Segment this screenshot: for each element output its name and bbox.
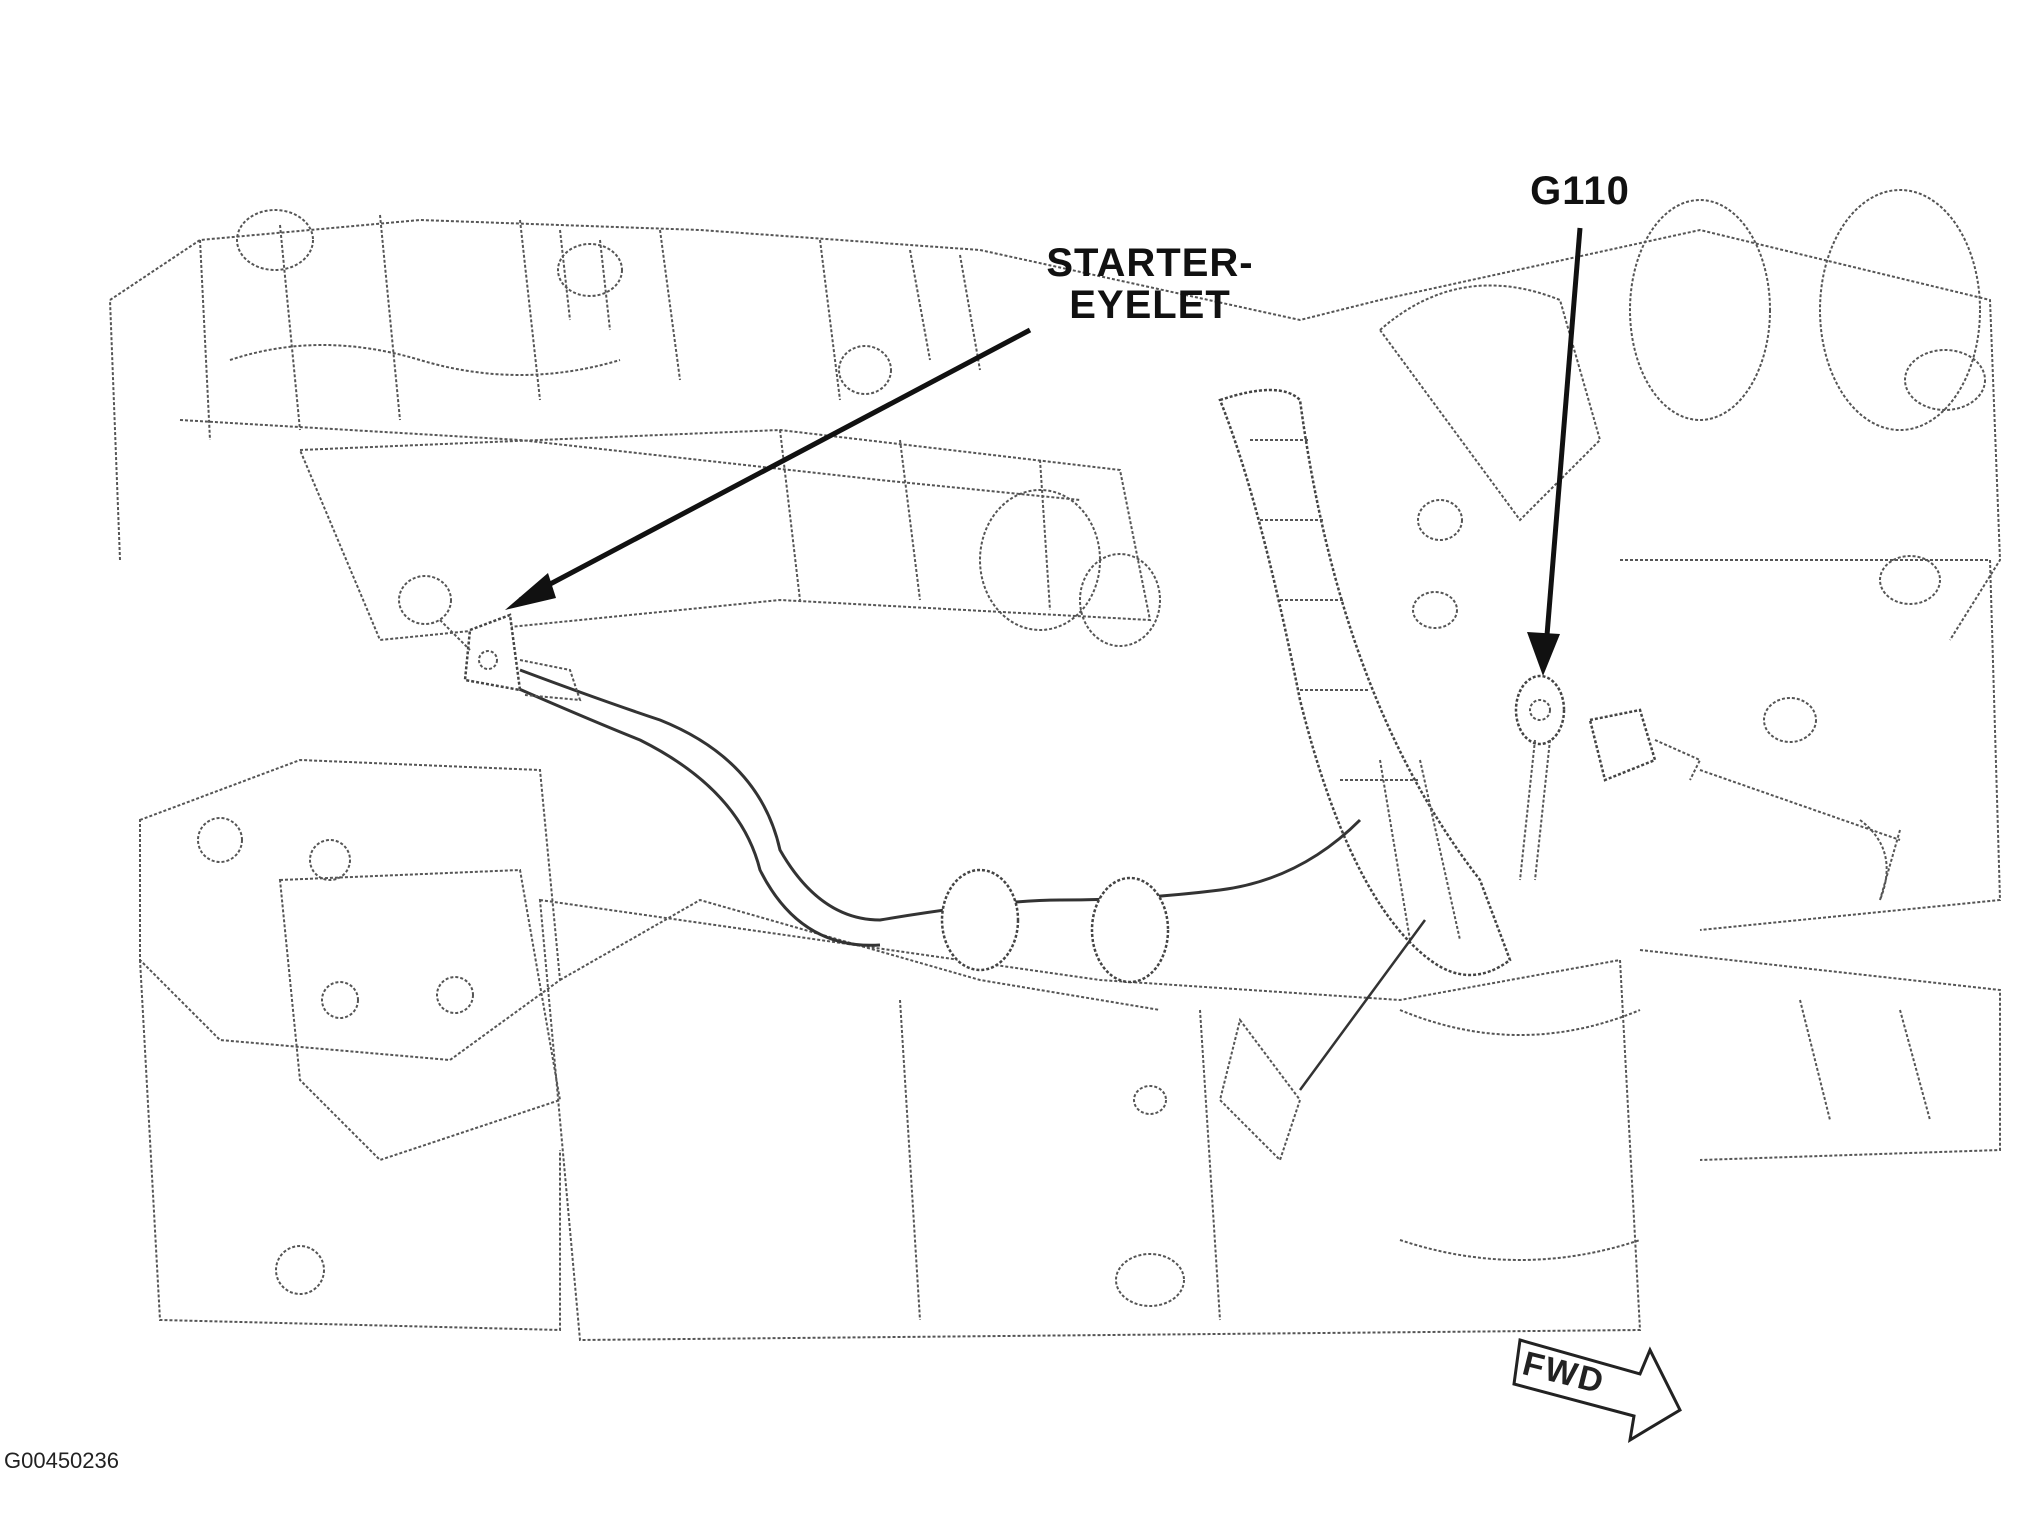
transmission-housing (1378, 189, 2002, 1161)
g110-ground-eyelet (1514, 674, 1901, 901)
oil-pan (538, 898, 1642, 1342)
figure-id: G00450236 (4, 1448, 119, 1473)
starter-eyelet-arrowhead (505, 573, 556, 610)
callout-arrows (505, 227, 1583, 1091)
starter-eyelet-label-line1: STARTER- (1046, 241, 1254, 285)
starter-eyelet-terminal (398, 575, 582, 702)
lower-connector-leader (1298, 919, 1427, 1091)
battery-cable (1218, 388, 1512, 977)
ground-wire-harness (509, 668, 1461, 984)
g110-arrow (1542, 227, 1583, 661)
engine-upper-block (109, 209, 2002, 641)
engine-mount-bracket (139, 758, 1161, 1332)
g110-label: G110 (1530, 169, 1630, 213)
fwd-arrow-icon (1512, 1338, 1682, 1443)
starter-eyelet-label: STARTER- EYELET (1030, 242, 1270, 326)
starter-eyelet-arrow (518, 327, 1032, 603)
starter-eyelet-label-line2: EYELET (1069, 283, 1231, 327)
starter-motor (298, 428, 1161, 647)
g110-arrowhead (1527, 632, 1560, 676)
